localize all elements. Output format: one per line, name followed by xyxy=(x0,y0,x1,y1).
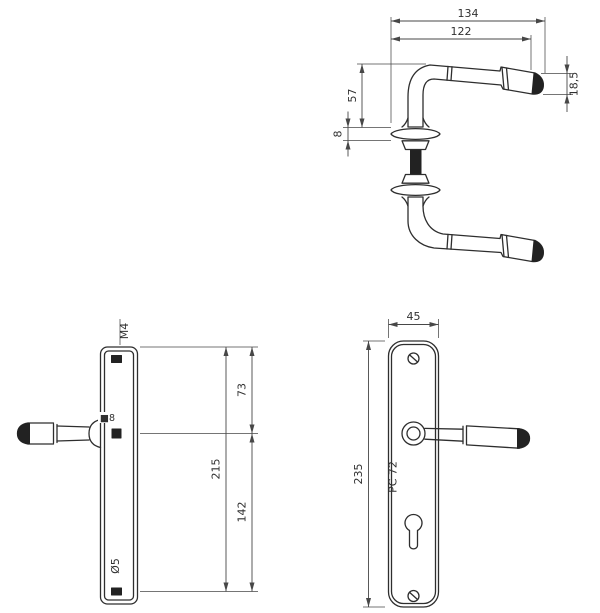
lever-grip xyxy=(465,425,520,449)
top-screw-slot xyxy=(408,354,419,363)
upper-neck-flare xyxy=(401,117,430,128)
lever-hub-inner xyxy=(406,426,421,441)
lever-arm xyxy=(424,427,464,442)
upper-collar xyxy=(401,140,430,151)
upper-arm-ring xyxy=(446,65,453,82)
lever-grip xyxy=(27,422,55,445)
lever-ferrule xyxy=(462,425,468,445)
top-fixing-screw xyxy=(111,355,122,363)
dim-label-total-length: 134 xyxy=(458,7,479,20)
lower-neck-flare xyxy=(401,196,430,207)
upper-grip-cap xyxy=(531,72,544,95)
view-plate-profile: ■8 Ø5 M4 73 215 142 xyxy=(16,319,258,605)
label-backing xyxy=(110,555,124,577)
bottom-screw-slot xyxy=(408,591,419,601)
upper-ferrule-lines xyxy=(501,66,510,91)
lower-rose xyxy=(390,183,441,197)
lever-collar xyxy=(88,418,102,449)
view-handle-side: 134 122 57 8 18,5 xyxy=(332,7,581,263)
dim-label-hole-diameter: Ø5 xyxy=(109,558,122,574)
lever-hub-outer xyxy=(401,421,426,446)
lower-grip-cap xyxy=(531,239,544,263)
spindle-end xyxy=(111,428,122,439)
lever-arm xyxy=(56,425,90,442)
dim-label-length-to-cap: 122 xyxy=(451,25,472,38)
plate-profile-inner xyxy=(103,350,135,601)
dim-label-rose-thickness: 8 xyxy=(332,131,345,138)
lever-grip-cap xyxy=(17,422,30,445)
dim-label-plate-width: 45 xyxy=(407,310,421,323)
label-backing xyxy=(98,412,120,423)
dim-label-plate-length: 235 xyxy=(352,464,365,485)
upper-lever-outline xyxy=(407,64,544,128)
dim-label-height-above-rose: 57 xyxy=(346,89,359,103)
view-plate-front: 45 235 PC 72 xyxy=(352,310,531,608)
euro-cylinder-cutout xyxy=(404,513,423,550)
dim-label-screw-thread: M4 xyxy=(118,323,131,340)
plate-front-outer xyxy=(387,340,440,608)
dim-label-centre-distance: PC 72 xyxy=(387,461,400,493)
lever-grip-cap xyxy=(517,428,530,449)
square-spindle xyxy=(410,148,422,176)
plate-front-inner xyxy=(390,343,437,605)
dim-label-grip-diameter: 18,5 xyxy=(568,72,581,97)
lower-collar xyxy=(401,173,430,184)
plate-profile-outer xyxy=(99,346,139,605)
dim-label-overall: 215 xyxy=(210,459,223,480)
upper-rose xyxy=(390,127,441,141)
lower-ferrule-lines xyxy=(501,234,510,259)
dim-label-spindle-square: ■8 xyxy=(100,413,115,424)
lever-ferrule xyxy=(52,423,58,444)
lower-arm-ring xyxy=(446,233,453,250)
dim-label-top-to-handle: 73 xyxy=(236,383,249,397)
lower-lever-outline xyxy=(407,196,544,263)
dim-label-handle-to-hole: 142 xyxy=(236,502,249,523)
bottom-fixing-screw xyxy=(111,587,122,596)
